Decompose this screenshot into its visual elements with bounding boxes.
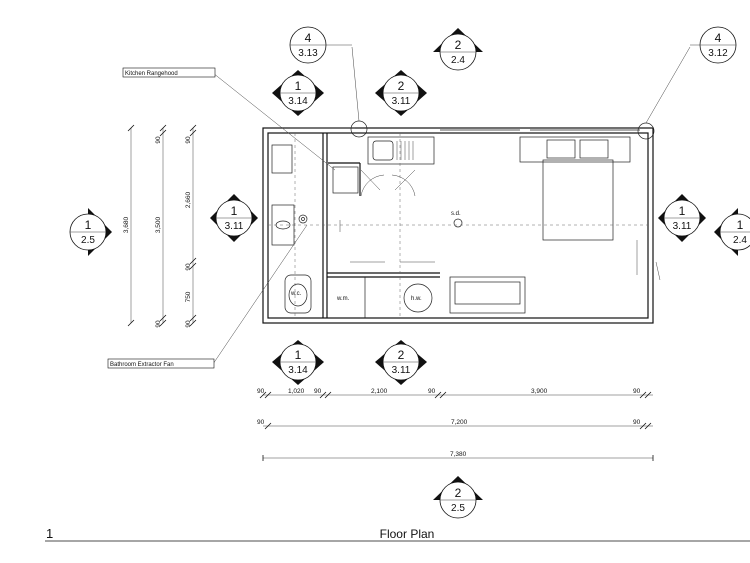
vertical-dimensions: 3,680 90 3,500 90 90 2,660 90 750 90 [123, 124, 197, 328]
exterior-walls [262, 127, 654, 324]
dim-col3-4: 90 [185, 320, 192, 328]
callout-bathroom-extractor-fan: Bathroom Extractor Fan [107, 358, 215, 369]
room-label-sd: s.d. [451, 211, 461, 217]
section-marker-2-2-5-bottom: 2 2.5 [433, 476, 483, 519]
horizontal-dimensions: 90 1,020 90 2,100 90 3,900 90 90 7,200 9… [257, 388, 654, 461]
drawing-title: Floor Plan [380, 527, 435, 541]
section-marker-1-2-4-right: 1 2.4 [714, 208, 750, 256]
dim-col3-3: 750 [185, 291, 192, 302]
marker-ref: 3.11 [392, 365, 411, 376]
dim-row2-1: 7,200 [451, 419, 468, 426]
section-marker-2-3-11-top: 2 3.11 [375, 70, 427, 116]
dim-col3-0: 90 [185, 136, 192, 144]
bathroom-extractor-fan-label: Bathroom Extractor Fan [110, 362, 174, 368]
dim-row3-0: 7,380 [450, 451, 467, 458]
drawing-number: 1 [46, 526, 53, 541]
marker-ref: 3.13 [298, 48, 318, 59]
marker-ref: 3.14 [288, 365, 308, 376]
kitchen-fixtures [332, 136, 435, 194]
doors [339, 169, 661, 281]
room-label-wm: w.m. [336, 296, 350, 302]
marker-number: 4 [715, 31, 722, 45]
marker-ref: 2.5 [81, 235, 95, 246]
room-label-wc: w.c. [290, 291, 302, 297]
dim-row1-4: 90 [428, 388, 436, 395]
dim-row1-5: 3,900 [531, 388, 548, 395]
kitchen-rangehood-label: Kitchen Rangehood [125, 71, 178, 77]
callout-kitchen-rangehood: Kitchen Rangehood [122, 67, 216, 78]
dim-col3-2: 90 [185, 263, 192, 271]
marker-ref: 3.11 [392, 96, 411, 107]
drawing-title-block: 1 Floor Plan [45, 526, 750, 542]
section-marker-2-2-4-top: 2 2.4 [433, 28, 483, 71]
marker-ref: 3.11 [673, 221, 692, 232]
marker-number: 1 [295, 348, 302, 362]
bedroom-fixtures [403, 136, 631, 314]
detail-marker-4-3-13: 4 3.13 [289, 26, 352, 64]
dim-row1-3: 2,100 [371, 388, 388, 395]
dim-col1-0: 3,680 [123, 216, 130, 233]
marker-number: 2 [398, 348, 405, 362]
marker-number: 1 [737, 218, 744, 232]
marker-ref: 3.14 [288, 96, 308, 107]
dim-col2-0: 90 [155, 136, 162, 144]
section-marker-1-2-5-left: 1 2.5 [69, 208, 112, 256]
dim-col2-1: 3,500 [155, 216, 162, 233]
marker-ref: 2.5 [451, 503, 465, 514]
room-labels: w.c. w.m. h.w. s.d. [290, 211, 461, 302]
marker-number: 1 [295, 79, 302, 93]
dim-row1-6: 90 [633, 388, 641, 395]
marker-number: 2 [455, 486, 462, 500]
marker-ref: 3.12 [708, 48, 728, 59]
interior-partitions [322, 133, 440, 318]
dim-col2-2: 90 [155, 320, 162, 328]
dim-row2-2: 90 [633, 419, 641, 426]
dim-row1-1: 1,020 [288, 388, 305, 395]
marker-ref: 3.11 [225, 221, 244, 232]
room-label-hw: h.w. [411, 296, 422, 302]
marker-number: 4 [305, 31, 312, 45]
dim-row1-0: 90 [257, 388, 265, 395]
marker-number: 1 [679, 204, 686, 218]
detail-circles [350, 46, 691, 140]
detail-marker-4-3-12: 4 3.12 [690, 26, 737, 64]
marker-number: 2 [455, 38, 462, 52]
dim-row1-2: 90 [314, 388, 322, 395]
section-marker-1-3-14-bottom: 1 3.14 [272, 340, 324, 385]
section-marker-1-3-11-left: 1 3.11 [210, 194, 258, 242]
section-lines [268, 133, 648, 318]
section-marker-1-3-11-right: 1 3.11 [658, 194, 706, 242]
marker-number: 1 [85, 218, 92, 232]
section-marker-1-3-14-top: 1 3.14 [272, 70, 324, 116]
bathroom-fixtures [271, 144, 312, 314]
marker-ref: 2.4 [733, 235, 747, 246]
marker-number: 2 [398, 79, 405, 93]
marker-ref: 2.4 [451, 55, 465, 66]
dim-col3-1: 2,660 [185, 191, 192, 208]
section-marker-2-3-11-bottom: 2 3.11 [375, 340, 427, 385]
dim-row2-0: 90 [257, 419, 265, 426]
marker-number: 1 [231, 204, 238, 218]
